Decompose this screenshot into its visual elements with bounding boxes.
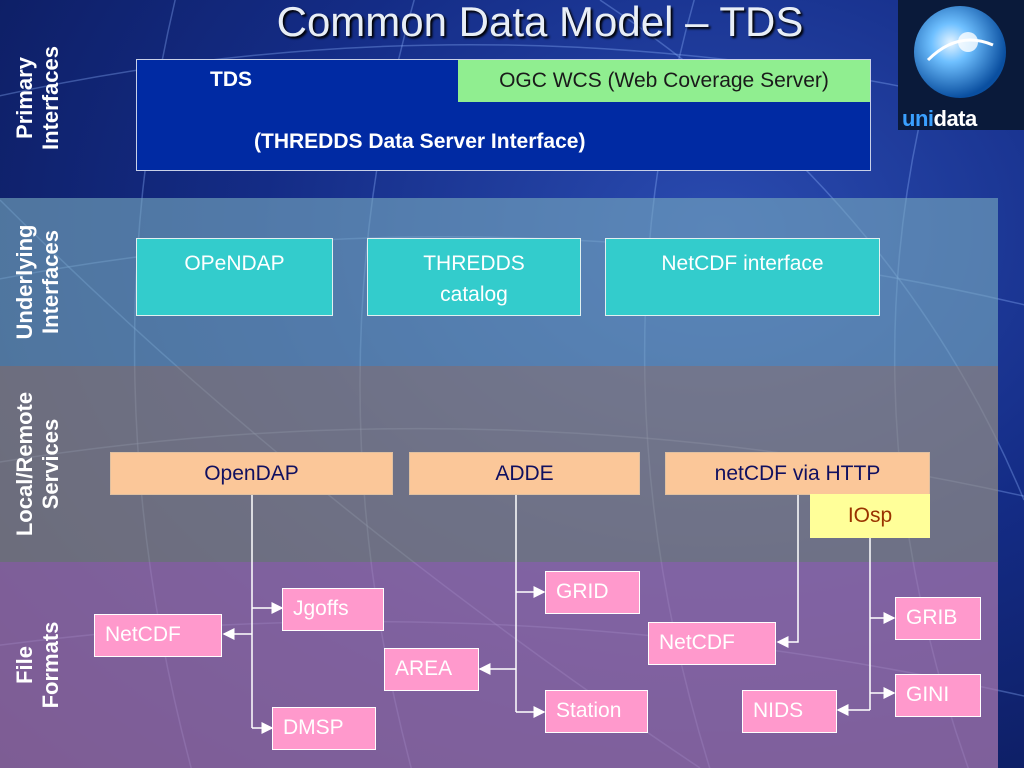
tds-label: TDS <box>210 68 252 91</box>
file-formats-band <box>0 562 998 768</box>
station-format-box: Station <box>545 690 648 733</box>
gini-format-box: GINI <box>895 674 981 717</box>
thredds-catalog-box: THREDDS catalog <box>367 238 581 316</box>
jgoffs-format-box: Jgoffs <box>282 588 384 631</box>
thredds-catalog-label: THREDDS catalog <box>423 252 525 306</box>
netcdf-interface-box: NetCDF interface <box>605 238 880 316</box>
netcdf-format-box-mid: NetCDF <box>648 622 776 665</box>
opendap-interface-box: OPeNDAP <box>136 238 333 316</box>
logo-wordmark: unidata <box>902 106 977 132</box>
logo-globe-icon <box>914 6 1006 98</box>
logo-uni-text: uni <box>902 106 934 131</box>
nids-format-box: NIDS <box>742 690 837 733</box>
area-format-box: AREA <box>384 648 479 691</box>
unidata-logo <box>898 0 1024 130</box>
grid-format-box: GRID <box>545 571 640 614</box>
iosp-box: IOsp <box>810 494 930 538</box>
grib-format-box: GRIB <box>895 597 981 640</box>
ogc-wcs-box: OGC WCS (Web Coverage Server) <box>458 60 870 102</box>
netcdf-format-box-left: NetCDF <box>94 614 222 657</box>
tds-subtitle: (THREDDS Data Server Interface) <box>254 130 586 153</box>
logo-data-text: data <box>933 106 978 131</box>
slide-title: Common Data Model – TDS <box>276 0 804 45</box>
opendap-service-box: OpenDAP <box>110 452 393 495</box>
adde-service-box: ADDE <box>409 452 640 495</box>
dmsp-format-box: DMSP <box>272 707 376 750</box>
netcdf-http-service-box: netCDF via HTTP <box>665 452 930 495</box>
